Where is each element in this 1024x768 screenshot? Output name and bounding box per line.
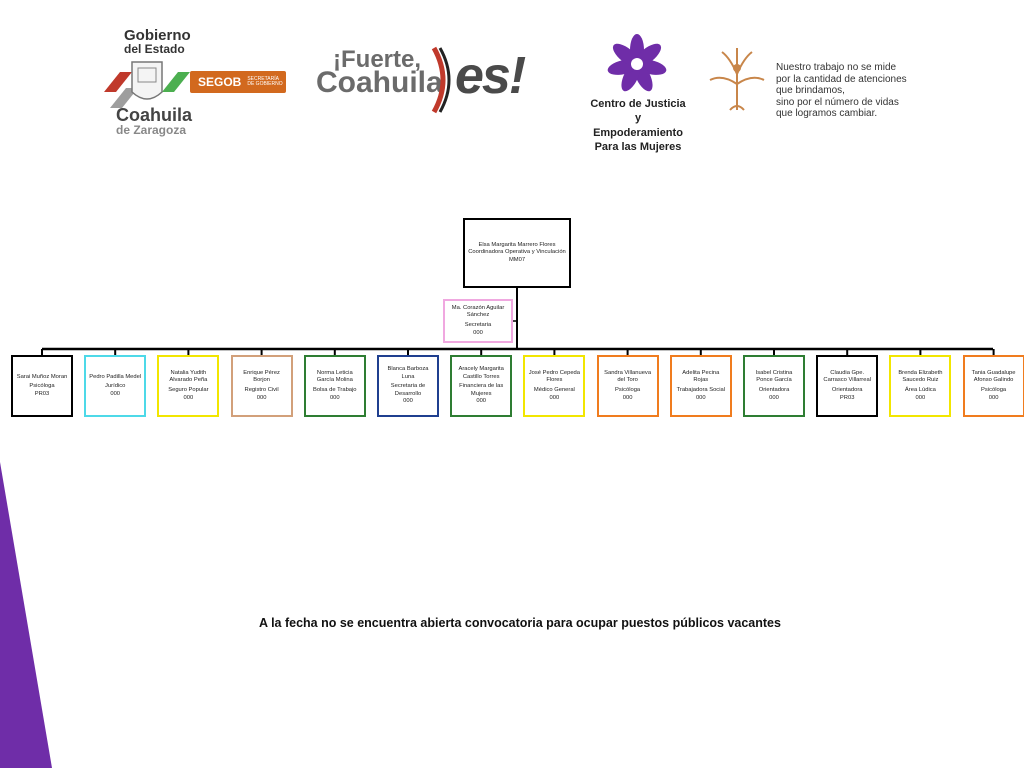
secretary-role: Secretaria <box>464 322 492 328</box>
staff-name: Aracely Margarita Castillo Torres <box>458 366 504 380</box>
coahuila-text: Coahuila <box>316 66 443 99</box>
staff-name: Tania Guadalupe Afonso Galindo <box>971 369 1016 384</box>
staff-role: Financiera de las Mujeres <box>459 383 504 397</box>
head-role: Coordinadora Operativa y Vinculación <box>468 249 566 256</box>
gobierno-line2: del Estado <box>124 42 185 56</box>
parenthesis-stripes-icon <box>431 46 451 114</box>
head-name: Elsa Margarita Marrero Flores <box>478 241 556 248</box>
segob-label: SEGOB <box>198 75 242 89</box>
staff-code: 000 <box>403 398 413 405</box>
staff-name: Adelita Pecina Rojas <box>682 369 720 384</box>
secretary-code: 000 <box>473 329 483 336</box>
staff-role: Jurídico <box>105 383 126 390</box>
head-code: MM07 <box>508 256 526 263</box>
staff-name: Blanca Barboza Luna <box>387 366 429 380</box>
staff-name: Sandra Villanueva del Toro <box>604 369 652 384</box>
staff-name: Pedro Padilla Medel <box>89 373 142 380</box>
staff-name: Brenda Elizabeth Saucedo Ruiz <box>898 369 943 384</box>
cjem-line3: Para las Mujeres <box>594 140 682 153</box>
staff-name: José Pedro Cepeda Flores <box>528 369 581 384</box>
org-secretary-box: Ma. Corazón Aguilar Sánchez Secretaria 0… <box>443 299 513 343</box>
coahuila-wordmark: Coahuila <box>116 105 193 125</box>
staff-code: 000 <box>183 394 194 401</box>
staff-code: PR03 <box>839 394 855 401</box>
staff-code: PR03 <box>34 390 50 397</box>
gobierno-coahuila-logo: Gobierno del Estado Coahuila de Zaragoza <box>100 26 300 138</box>
staff-code: 000 <box>329 394 340 401</box>
tree-figure-icon <box>709 48 765 111</box>
staff-code: 000 <box>549 394 560 401</box>
org-head-box: Elsa Margarita Marrero Flores Coordinado… <box>463 218 571 288</box>
staff-role: Psicóloga <box>615 387 641 393</box>
staff-role: Orientadora <box>758 387 790 393</box>
staff-role: Seguro Popular <box>168 387 209 393</box>
staff-name: Claudia Gpe. Carrasco Villarreal <box>823 369 871 384</box>
quote-line: sino por el número de vidas <box>776 96 899 108</box>
cjem-line2: Empoderamiento <box>593 126 683 139</box>
staff-role: Psicóloga <box>981 387 1007 393</box>
staff-code: 000 <box>256 394 267 401</box>
staff-role: Bolsa de Trabajo <box>313 387 357 393</box>
staff-code: 000 <box>622 394 633 401</box>
quote-line: por la cantidad de atenciones <box>776 73 907 85</box>
staff-role: Registro Civil <box>244 387 279 393</box>
staff-role: Trabajadora Social <box>676 387 726 393</box>
es-text: es! <box>455 47 526 105</box>
staff-role: Orientadora <box>831 387 863 393</box>
staff-name: Enrique Pérez Borjon <box>243 369 280 384</box>
fuerte-text: ¡Fuerte, <box>333 46 422 73</box>
secretary-name: Ma. Corazón Aguilar Sánchez <box>451 304 505 319</box>
staff-role: Psicóloga <box>29 383 55 390</box>
staff-role: Área Lúdica <box>904 387 936 393</box>
quote-line: que brindamos, <box>776 85 845 96</box>
cjem-line1: Centro de Justicia y <box>590 98 686 125</box>
cjem-label: Centro de Justicia y Empoderamiento Para… <box>586 97 690 154</box>
staff-code: 000 <box>695 394 706 401</box>
segob-sublabel: SECRETARÍA DE GOBIERNO <box>247 75 283 87</box>
staff-code: 000 <box>769 394 779 401</box>
staff-name: Sarai Muñoz Moran <box>16 373 68 380</box>
shield-crest-icon <box>104 61 190 108</box>
staff-code: 000 <box>988 394 999 401</box>
staff-code: 000 <box>110 390 121 397</box>
staff-name: Isabel Cristina Ponce García <box>755 369 793 384</box>
staff-role: Secretaria de Desarrollo <box>390 383 426 397</box>
staff-code: 000 <box>915 394 926 401</box>
quote-line: Nuestro trabajo no se mide <box>776 62 897 73</box>
staff-role: Médico General <box>533 387 575 393</box>
segob-logo: SEGOB SECRETARÍA DE GOBIERNO <box>190 71 286 93</box>
quote-text: Nuestro trabajo no se mide por la cantid… <box>776 62 907 120</box>
quote-line: que logramos cambiar. <box>776 108 878 119</box>
vacancy-notice: A la fecha no se encuentra abierta convo… <box>259 616 781 630</box>
flower-emblem-icon <box>607 34 667 92</box>
staff-name: Natalia Yudith Alvarado Peña <box>169 369 208 384</box>
gobierno-line1: Gobierno <box>124 27 191 44</box>
de-zaragoza-wordmark: de Zaragoza <box>116 123 187 137</box>
staff-code: 000 <box>476 398 487 405</box>
staff-name: Norma Leticia García Molina <box>316 369 353 384</box>
